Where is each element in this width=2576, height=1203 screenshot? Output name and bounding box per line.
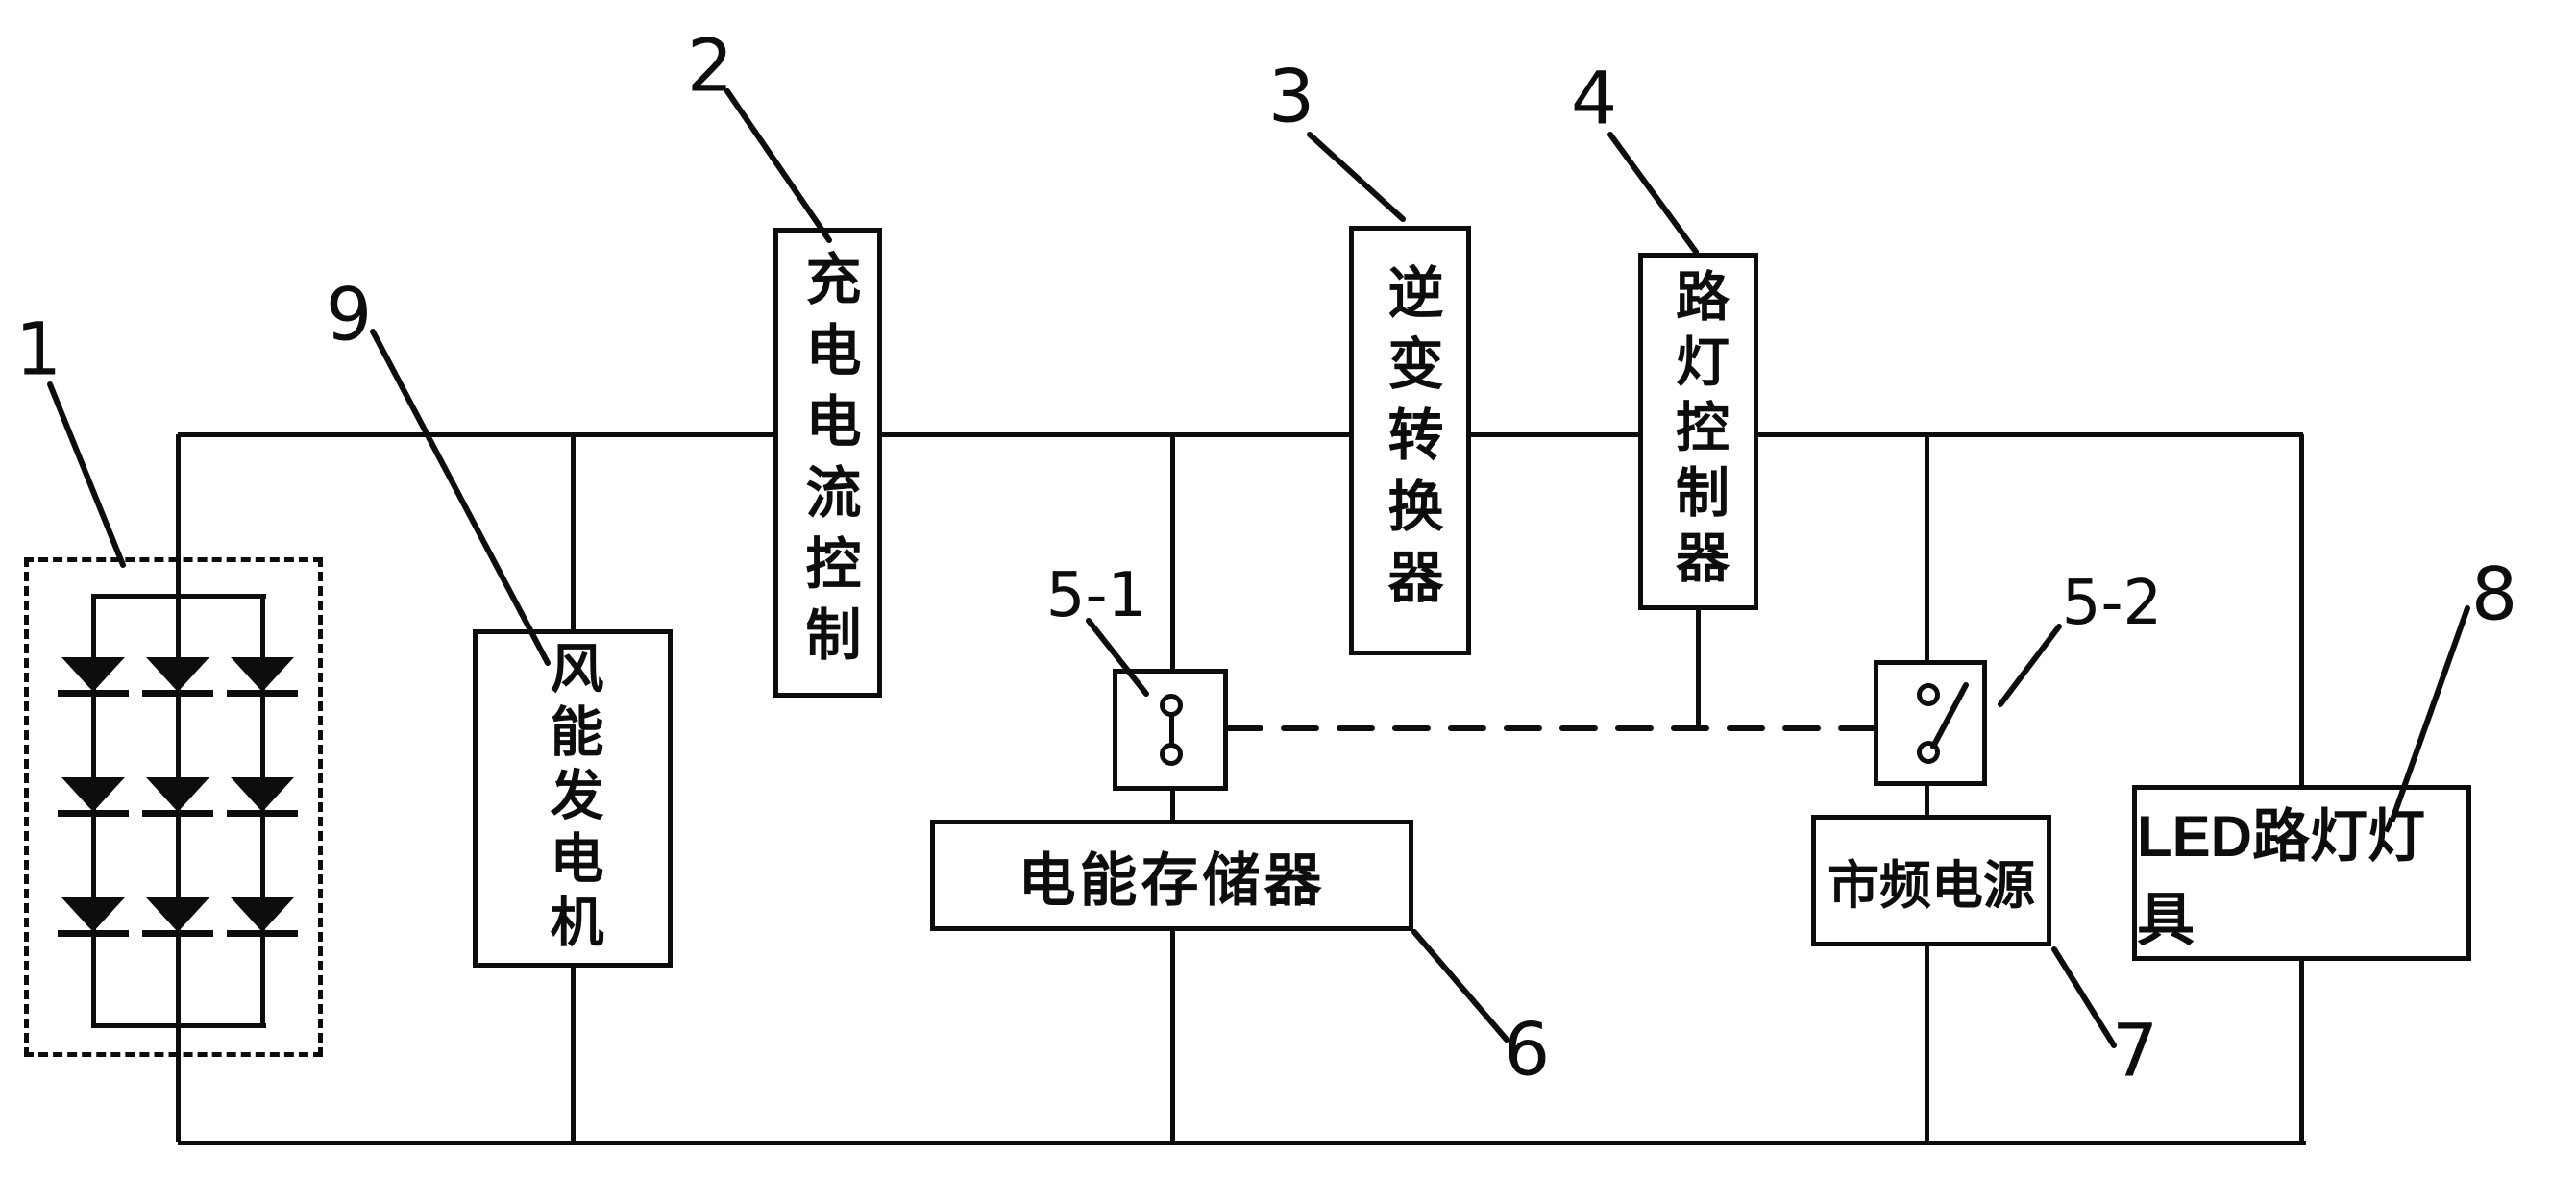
block-mains-frequency-power: 市频电源 (1811, 815, 2051, 946)
ref-label-7: 7 (2111, 1007, 2159, 1093)
block-wind-generator-label: 风能发电机 (543, 640, 603, 957)
ref-label-5-2: 5-2 (2061, 568, 2163, 639)
block-charging-current-control: 充电电流控制 (773, 228, 882, 698)
block-inverter-converter-label: 逆变转换器 (1379, 262, 1442, 619)
ref-label-8: 8 (2470, 551, 2518, 637)
switch-5-1-contact-top-icon (1160, 694, 1183, 717)
leader-line-2 (724, 88, 832, 243)
diode-cathode-bar (142, 690, 213, 697)
block-street-lamp-controller: 路灯控制器 (1638, 253, 1758, 610)
ref-label-3: 3 (1267, 53, 1315, 139)
diode-icon (61, 657, 125, 692)
diode-icon (146, 777, 209, 812)
controller-signal-stub (1696, 610, 1701, 728)
block-street-lamp-controller-label: 路灯控制器 (1668, 268, 1730, 595)
leader-line-6 (1411, 929, 1509, 1043)
diode-icon (231, 897, 294, 932)
diode-icon (61, 897, 125, 932)
block-led-street-lamp: LED路灯灯具 (2132, 785, 2471, 961)
ref-label-9: 9 (325, 271, 373, 357)
leader-line-1 (47, 381, 126, 568)
diode-cathode-bar (142, 930, 213, 937)
block-charging-current-control-label: 充电电流控制 (797, 249, 860, 676)
block-energy-storage-label: 电能存储器 (1018, 847, 1326, 913)
diode-icon (231, 777, 294, 812)
block-mains-frequency-power-label: 市频电源 (1828, 857, 2035, 915)
switch-5-2-contact-top-icon (1917, 683, 1940, 706)
leader-line-3 (1307, 132, 1406, 222)
block-wind-generator: 风能发电机 (473, 629, 673, 968)
leader-line-4 (1607, 132, 1699, 255)
block-energy-storage: 电能存储器 (930, 820, 1413, 931)
diode-cathode-bar (227, 690, 298, 697)
block-led-street-lamp-label: LED路灯灯具 (2137, 803, 2425, 952)
switch-5-1-contact-bottom-icon (1160, 743, 1183, 766)
solar-panel-dashed-box (24, 557, 323, 1057)
diode-icon (61, 777, 125, 812)
diode-array-top-rail (91, 594, 266, 599)
diode-cathode-bar (227, 930, 298, 937)
switch-5-2-contact-bottom-icon (1917, 741, 1940, 764)
top-bus-line (178, 432, 2303, 437)
leader-line-7 (2051, 946, 2117, 1048)
diode-cathode-bar (58, 810, 129, 817)
block-inverter-converter: 逆变转换器 (1349, 226, 1471, 655)
bottom-bus-line (178, 1141, 2306, 1145)
switch-5-2-box (1874, 660, 1987, 786)
ref-label-6: 6 (1503, 1006, 1551, 1093)
diode-cathode-bar (227, 810, 298, 817)
leader-line-5-2 (1998, 624, 2062, 707)
mains-branch-wire-upper (1925, 434, 1929, 697)
ref-label-1: 1 (14, 306, 62, 392)
ref-label-4: 4 (1570, 55, 1618, 141)
ref-label-2: 2 (686, 22, 734, 109)
diode-icon (146, 897, 209, 932)
diode-array-bottom-rail (91, 1023, 266, 1028)
diode-icon (146, 657, 209, 692)
diode-cathode-bar (58, 690, 129, 697)
ref-label-5-1: 5-1 (1045, 560, 1147, 631)
leader-line-9 (370, 329, 551, 666)
diode-icon (231, 657, 294, 692)
diode-cathode-bar (58, 930, 129, 937)
switch-5-1-closed-blade (1169, 705, 1174, 753)
diode-cathode-bar (142, 810, 213, 817)
